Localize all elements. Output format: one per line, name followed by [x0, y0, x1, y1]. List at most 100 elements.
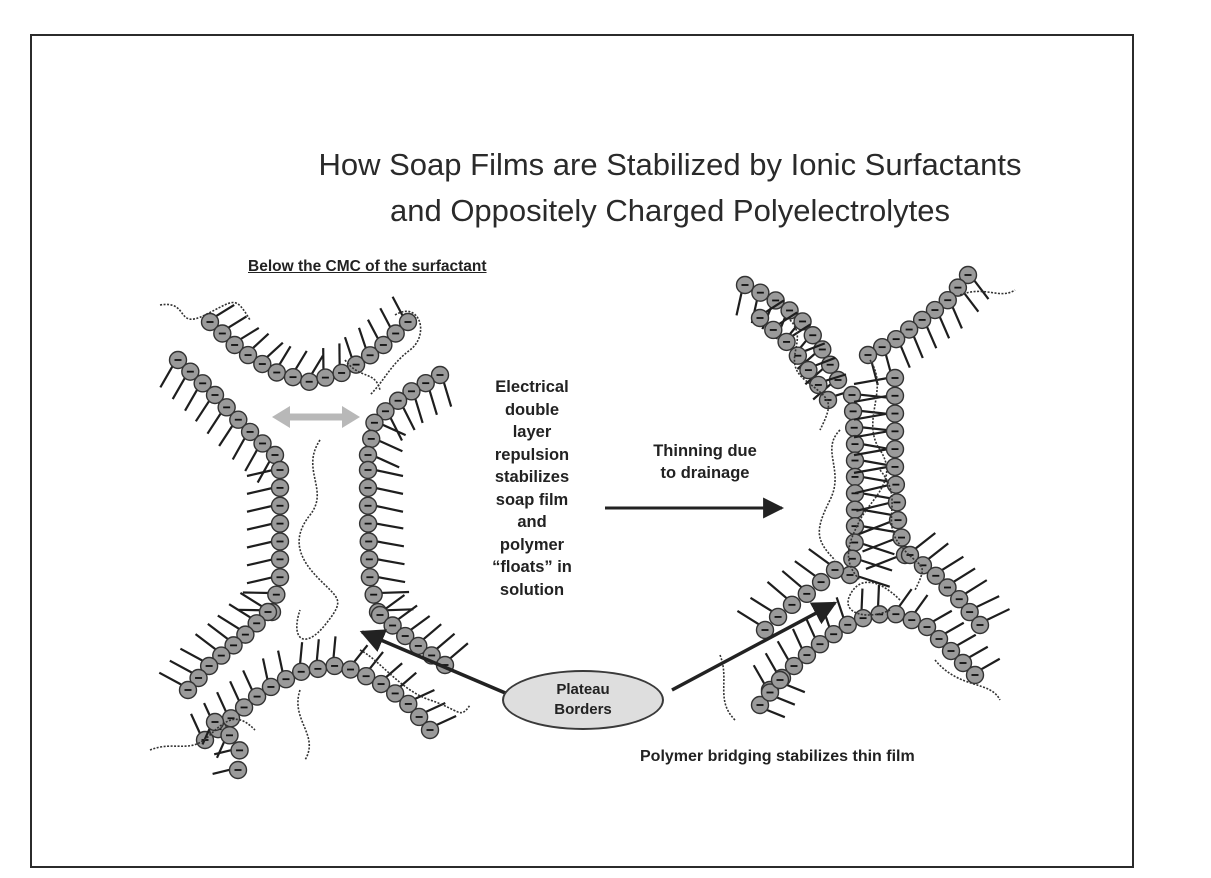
surfactant-tail: [963, 579, 988, 596]
surfactant-tail: [239, 591, 264, 608]
surfactant-tail: [265, 341, 284, 359]
surfactant-tail: [251, 332, 270, 350]
surfactant-tail: [207, 622, 230, 641]
surfactant-tail: [246, 522, 274, 531]
surfactant-tail: [377, 439, 403, 453]
surfactant-tail: [434, 715, 457, 727]
surfactant-tail: [226, 315, 248, 330]
surfactant-tail: [899, 344, 911, 369]
center-note-line: and: [517, 513, 547, 531]
polymer-chain: [344, 359, 381, 391]
surfactant-tail: [972, 278, 990, 300]
surfactant-tail: [861, 542, 895, 556]
surfactant-tail: [781, 570, 804, 590]
surfactant-tail: [169, 659, 194, 675]
surfactant-tail: [764, 652, 778, 674]
surfactant-tail: [380, 590, 410, 595]
surfactant-tail: [434, 632, 456, 651]
surfactant-tail: [409, 615, 431, 632]
surfactant-tail: [940, 555, 964, 572]
surfactant-tail: [215, 740, 226, 759]
surfactant-tail: [246, 576, 274, 585]
polymer-chain: [879, 469, 924, 591]
surfactant-tail: [228, 603, 253, 620]
surfactant-tail: [201, 726, 212, 745]
surfactant-tail: [218, 423, 235, 447]
surfactant-tail: [246, 558, 274, 567]
surfactant-tail: [984, 608, 1010, 622]
surfactant-tail: [861, 525, 897, 534]
surfactant-tail: [938, 315, 951, 339]
surfactant-tail: [943, 621, 965, 636]
surfactant-tail: [413, 688, 435, 701]
surfactant-tail: [384, 608, 414, 612]
surfactant-tail: [261, 658, 269, 681]
surfactant-tail: [951, 305, 963, 329]
surfactant-tail: [979, 657, 1001, 672]
surfactant-tail: [171, 376, 187, 400]
surfactant-tail: [315, 639, 320, 663]
surfactant-tail: [955, 633, 977, 648]
surfactant-tail: [374, 486, 404, 495]
center-explanation: Electrical double layer repulsion stabil…: [462, 376, 602, 601]
plateau-line: Plateau: [556, 681, 610, 698]
surfactant-tail: [383, 594, 406, 611]
center-note-line: layer: [512, 423, 552, 441]
surfactant-tail: [853, 412, 889, 421]
polymer-chain: [159, 301, 251, 321]
surfactant-tail: [931, 609, 953, 624]
surfactant-tail: [856, 501, 891, 512]
left-film-lattice: [158, 296, 469, 780]
plateau-pointer-left-icon: [359, 629, 511, 697]
surfactant-tail: [913, 594, 929, 615]
surfactant-tail: [421, 623, 442, 642]
surfactant-tail: [375, 540, 405, 548]
polymer-chain: [934, 659, 1001, 701]
surfactant-tail: [926, 542, 949, 561]
polymer-chain: [296, 439, 339, 640]
center-note-line: repulsion: [494, 445, 570, 464]
surfactant-tail: [749, 596, 774, 613]
surfactant-tail: [790, 323, 812, 338]
surfactant-tail: [803, 342, 826, 353]
surfactant-tail: [276, 650, 284, 674]
surfactant-tail: [293, 350, 308, 371]
surfactant-tail: [823, 373, 847, 383]
surfactant-tail: [962, 291, 980, 313]
polymer-chain: [847, 581, 901, 616]
surfactant-tail: [808, 548, 832, 566]
surfactant-tail: [777, 311, 798, 326]
surfactant-tail: [766, 581, 789, 601]
plateau-borders-label: Plateau Borders: [502, 670, 664, 730]
surfactant-tail: [352, 644, 369, 664]
surfactant-tail: [396, 604, 418, 622]
surfactant-tail: [776, 640, 790, 662]
slide-title: How Soap Films are Stabilized by Ionic S…: [150, 142, 1190, 234]
surfactant-tail: [794, 560, 818, 578]
thinning-line: to drainage: [660, 464, 750, 482]
surfactant-tail: [813, 356, 836, 367]
surfactant-tail: [213, 748, 233, 756]
plateau-line: Borders: [554, 701, 612, 718]
surfactant-tail: [277, 345, 292, 367]
surfactant-tail: [764, 299, 785, 314]
surfactant-tail: [835, 597, 845, 620]
center-note-line: Electrical: [495, 378, 569, 396]
surfactant-tail: [925, 325, 938, 349]
surfactant-tail: [853, 430, 889, 439]
surfactant-tail: [242, 670, 254, 692]
surfactant-tail: [194, 633, 218, 652]
surfactant-tail: [246, 540, 274, 549]
thinning-label: Thinning due to drainage: [630, 440, 780, 484]
surfactant-tail: [184, 387, 199, 412]
center-note-line: stabilizes: [494, 468, 570, 486]
surfactant-tail: [401, 405, 416, 431]
surfactant-tail: [860, 588, 864, 612]
surfactant-tail: [374, 468, 404, 478]
thinning-line: Thinning due: [653, 442, 757, 460]
surfactant-tail: [853, 394, 889, 403]
surfactant-tail: [246, 504, 274, 513]
surfactant-tail: [244, 448, 259, 472]
polymer-chain: [359, 649, 471, 714]
repulsion-arrow-icon: [272, 406, 360, 428]
